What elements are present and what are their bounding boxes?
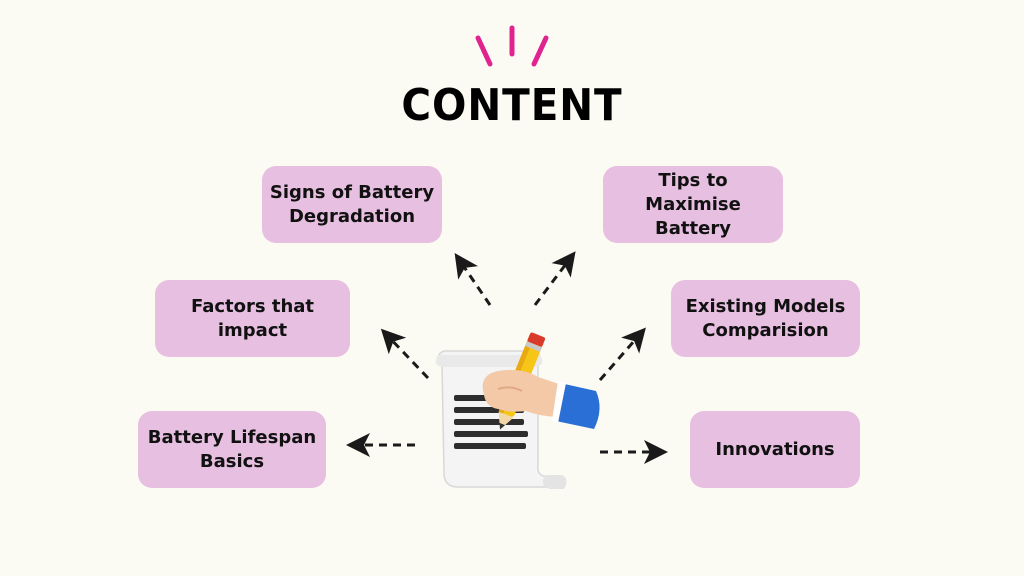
- box-signs-of-degradation: Signs of Battery Degradation: [262, 166, 442, 243]
- arrow-to-factors: [380, 328, 430, 380]
- box-tips-to-maximise: Tips to Maximise Battery: [603, 166, 783, 243]
- box-lifespan-basics: Battery Lifespan Basics: [138, 411, 326, 488]
- box-factors-that-impact: Factors that impact: [155, 280, 350, 357]
- page-title: CONTENT: [401, 80, 623, 131]
- hand-writing-on-paper-icon: [435, 332, 600, 489]
- spark-lines-icon: [475, 25, 549, 67]
- arrow-to-signs: [454, 253, 492, 306]
- box-innovations: Innovations: [690, 411, 860, 488]
- arrow-to-models: [598, 327, 646, 381]
- box-existing-models: Existing Models Comparision: [671, 280, 860, 357]
- arrow-to-tips: [533, 251, 576, 306]
